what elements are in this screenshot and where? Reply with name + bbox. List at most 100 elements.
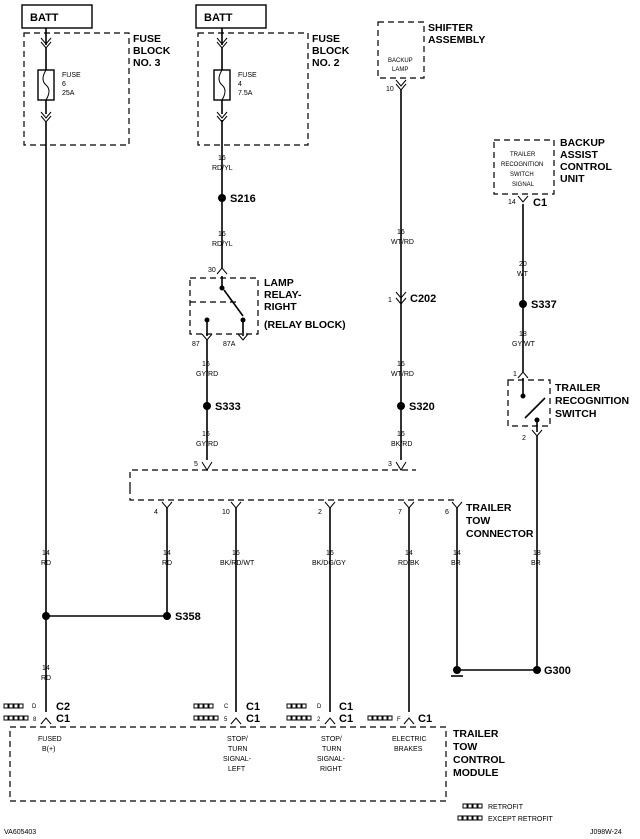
switch-pin-1: 1 [513, 371, 517, 378]
c202-label: C202 [410, 293, 436, 305]
splice-s216-label: S216 [230, 193, 256, 205]
svg-text:5: 5 [224, 717, 228, 723]
splice-s358-label: S358 [175, 611, 201, 623]
wire-shifter-gauge: 16 [397, 229, 405, 236]
module-name-2: TOW [453, 741, 477, 753]
footer-right: J098W-24 [590, 829, 622, 836]
switch-arm [524, 397, 546, 419]
module-name-4: MODULE [453, 767, 499, 779]
splice-s333-label: S333 [215, 401, 241, 413]
switch-name-3: SWITCH [555, 408, 596, 420]
splice-s216-dot [218, 194, 226, 202]
bacu-name-1: BACKUP [560, 137, 605, 149]
svg-text:STOP/: STOP/ [321, 736, 342, 743]
wire-pin6-color: BR [451, 560, 461, 567]
relay-name-1: LAMP [264, 277, 294, 289]
wire-switch-gnd-gauge: 18 [533, 550, 541, 557]
wire-fuse2-low-gauge: 16 [218, 231, 226, 238]
fuse-block-2-name-3: NO. 2 [312, 57, 340, 69]
svg-text:D: D [32, 704, 37, 710]
module-pin-stop-turn-left: C C1 5 C1 STOP/ TURN SIGNAL- LEFT [193, 701, 260, 773]
svg-text:8: 8 [33, 717, 37, 723]
wire-switch-gnd-color: BR [531, 560, 541, 567]
svg-text:RIGHT: RIGHT [320, 766, 343, 773]
shifter-pin: 10 [386, 86, 394, 93]
relay-pin-87: 87 [192, 341, 200, 348]
wire-pin7-color: RD/BK [398, 560, 420, 567]
tc-pin-4: 4 [154, 509, 158, 516]
relay-pin-30: 30 [208, 267, 216, 274]
svg-text:LEFT: LEFT [228, 766, 246, 773]
legend-except-retrofit: EXCEPT RETROFIT [488, 816, 554, 823]
svg-text:F: F [397, 717, 401, 723]
svg-text:SIGNAL-: SIGNAL- [317, 756, 346, 763]
wire-pin10-gauge: 16 [232, 550, 240, 557]
wire-relay-low-color: GY/RD [196, 441, 218, 448]
wire-pin6-gauge: 14 [453, 550, 461, 557]
module-pin-electric-brakes: F C1 ELECTRIC BRAKES [367, 713, 432, 753]
wire-shifter-low-gauge: 16 [397, 361, 405, 368]
fuse4-label-2: 4 [238, 81, 242, 88]
wire-bacu-gauge: 20 [519, 261, 527, 268]
shifter-assembly-outline [377, 21, 425, 79]
fuse6-label-1: FUSE [62, 72, 81, 79]
tc-pin-4-connector [161, 501, 173, 509]
relay-name-3: RIGHT [264, 301, 297, 313]
module-pin-fused-bplus: D C2 8 C1 FUSED B(+) [3, 701, 70, 753]
tc-pin-10: 10 [222, 509, 230, 516]
fuse6-label-3: 25A [62, 90, 75, 97]
legend: RETROFIT EXCEPT RETROFIT [457, 803, 554, 823]
tc-pin-3-connector [395, 461, 407, 471]
svg-text:C2: C2 [56, 701, 70, 713]
shifter-name-2: ASSEMBLY [428, 34, 485, 46]
wire-pin4-color: RD [162, 560, 172, 567]
svg-text:TURN: TURN [322, 746, 341, 753]
tc-name-2: TOW [466, 515, 490, 527]
fuse6-label-2: 6 [62, 81, 66, 88]
svg-text:2: 2 [317, 717, 321, 723]
switch-pin-2: 2 [522, 435, 526, 442]
bacu-inner-2: RECOGNITION [501, 162, 543, 168]
tc-name-3: CONNECTOR [466, 528, 534, 540]
fuse-block-3-outline [23, 32, 130, 146]
g300-dot [533, 666, 541, 674]
fuse-4-symbol [218, 69, 226, 101]
bacu-inner-4: SIGNAL [512, 182, 535, 188]
wire-pin2-color: BK/DG/GY [312, 560, 346, 567]
batt-box-left [21, 4, 93, 29]
ground-label: G300 [544, 665, 571, 677]
shifter-inner-2: LAMP [392, 67, 408, 73]
splice-s337-label: S337 [531, 299, 557, 311]
wire-relay-gauge: 16 [202, 361, 210, 368]
wire-switch-color: GY/WT [512, 341, 536, 348]
wire-bacu-color: WT [517, 271, 529, 278]
relay-name-4: (RELAY BLOCK) [264, 319, 346, 331]
wire-fuse2-color: RD/YL [212, 165, 233, 172]
svg-text:TURN: TURN [228, 746, 247, 753]
batt-label-left: BATT [30, 12, 59, 24]
wire-pin7-gauge: 14 [405, 550, 413, 557]
backup-assist-outline [493, 139, 555, 195]
wire-fuse3-low-gauge: 14 [42, 665, 50, 672]
splice-s358-dot [163, 612, 171, 620]
module-pin-stop-turn-right: D C1 2 C1 STOP/ TURN SIGNAL- RIGHT [286, 701, 353, 773]
svg-text:C1: C1 [246, 713, 260, 725]
svg-text:C1: C1 [56, 713, 70, 725]
batt-label-right: BATT [204, 12, 233, 24]
fuse4-label-1: FUSE [238, 72, 257, 79]
bacu-inner-1: TRAILER [510, 152, 536, 158]
tc-pin-6-connector [451, 501, 463, 509]
tc-pin-7-connector [403, 501, 415, 509]
fuse-6-symbol [42, 69, 50, 101]
tc-pin-2-connector [324, 501, 336, 509]
bacu-connector [517, 195, 529, 203]
svg-text:C1: C1 [339, 701, 353, 713]
shifter-inner-1: BACKUP [388, 58, 413, 64]
svg-text:C1: C1 [418, 713, 432, 725]
splice-s320-label: S320 [409, 401, 435, 413]
relay-top-connector [216, 267, 228, 275]
trailer-switch-outline [507, 379, 551, 427]
legend-retrofit: RETROFIT [488, 804, 524, 811]
wire-fuse3-gauge: 14 [42, 550, 50, 557]
